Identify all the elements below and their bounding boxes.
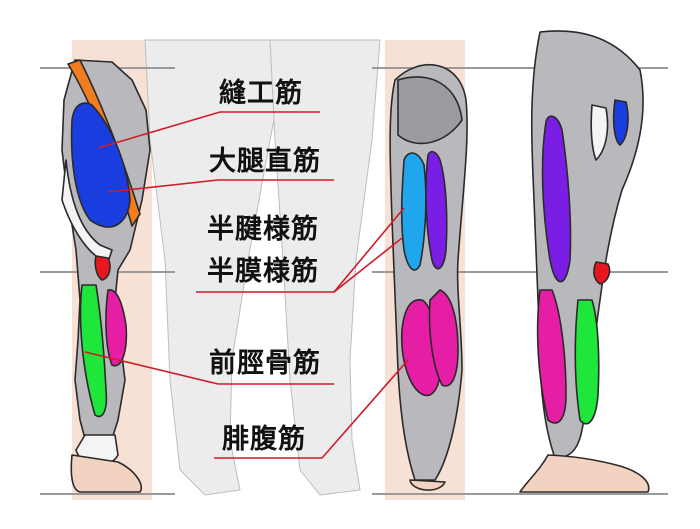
- tibialis-anterior-muscle: [79, 284, 108, 418]
- tibialis-anterior-leader: [84, 351, 334, 385]
- patella-marker: [94, 255, 111, 281]
- label-gastrocnemius: 腓腹筋: [222, 424, 306, 455]
- back-leg: [389, 64, 468, 491]
- leader-lines: [84, 111, 409, 459]
- side-leg: [519, 30, 650, 493]
- semitendinosus-leader: [333, 237, 403, 293]
- gastrocnemius-leader: [214, 359, 409, 459]
- semimembranosus-muscle: [400, 152, 427, 271]
- sartorius-leader: [97, 111, 320, 149]
- label-rectus-femoris: 大腿直筋: [209, 146, 321, 177]
- gastrocnemius-muscle-right: [428, 289, 459, 387]
- label-semimembranosus: 半膜様筋: [207, 256, 319, 287]
- rectus-femoris-leader: [107, 179, 334, 193]
- side-semitendinosus-muscle: [541, 115, 572, 283]
- label-semitendinosus: 半腱様筋: [207, 214, 319, 245]
- front-leg: [61, 59, 151, 493]
- label-tibialis-anterior: 前脛骨筋: [209, 348, 321, 379]
- label-sartorius: 縫工筋: [219, 78, 303, 109]
- semitendinosus-muscle: [425, 150, 448, 270]
- rectus-femoris-muscle: [70, 102, 131, 228]
